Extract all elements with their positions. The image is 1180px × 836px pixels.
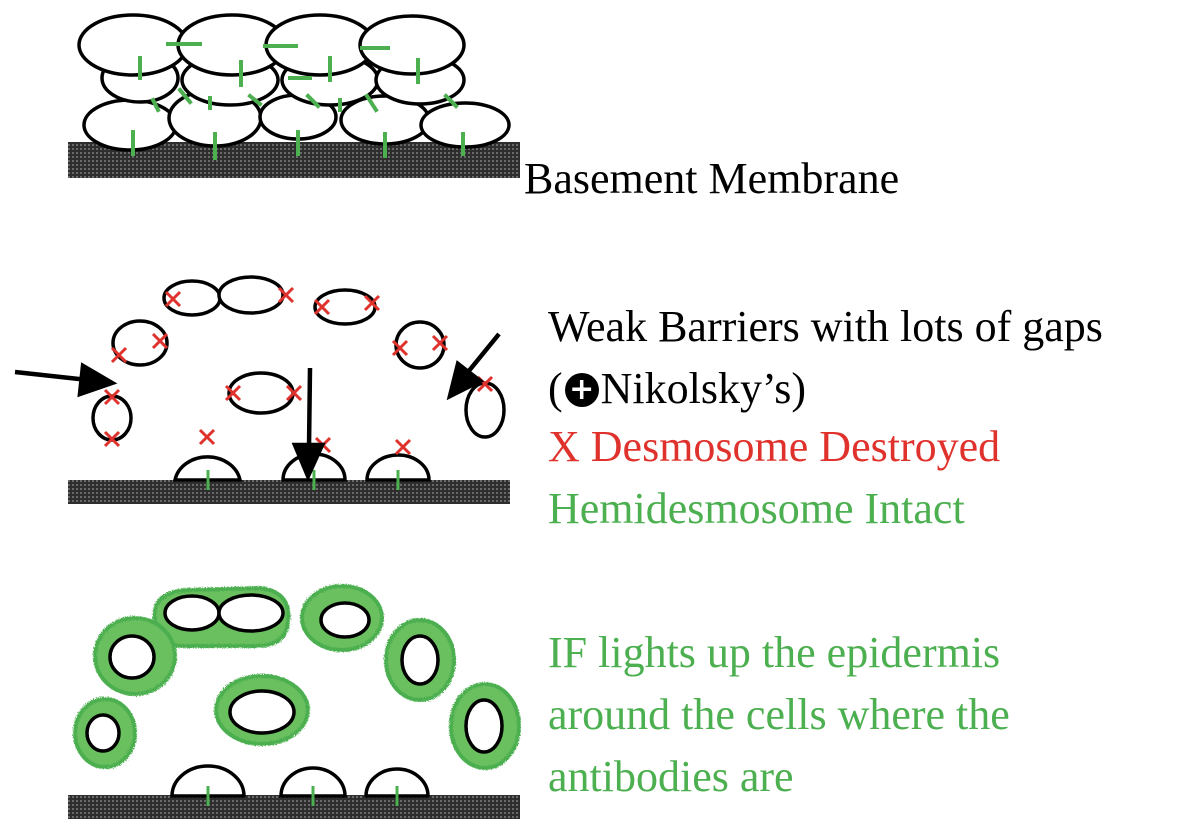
destroyed-desmosomes (103, 286, 494, 456)
if-label-line-1: IF lights up the epidermis (548, 628, 1001, 677)
basement-membrane-3 (68, 795, 520, 819)
if-label-line-3: antibodies are (548, 752, 794, 801)
basement-membrane-label: Basement Membrane (524, 154, 900, 203)
nikolsky-text: Nikolsky’s) (600, 364, 807, 413)
plus-circle-icon: + (564, 373, 599, 407)
immunofluorescence-panel (68, 584, 521, 819)
normal-epidermis-panel (68, 13, 520, 178)
hemidesmosomes-2 (206, 470, 400, 490)
left-arrow (14, 369, 89, 383)
hemidesmosomes-3 (206, 786, 399, 806)
nikolsky-label: (+Nikolsky’s) (548, 358, 806, 420)
acantholysis-panel (14, 275, 510, 504)
center-arrow (306, 367, 313, 449)
nikolsky-open-paren: ( (548, 364, 563, 413)
if-cells (85, 593, 504, 798)
intact-desmosomes (138, 42, 459, 113)
desmosome-destroyed-label: X Desmosome Destroyed (548, 422, 1001, 471)
hemidesmosomes-1 (131, 130, 465, 160)
stratified-cells (77, 13, 511, 152)
if-label-line-2: around the cells where the (548, 690, 1010, 739)
hemidesmosome-intact-label: Hemidesmosome Intact (548, 484, 965, 533)
right-arrow (466, 332, 501, 374)
weak-barriers-label: Weak Barriers with lots of gaps (548, 302, 1103, 351)
basement-membrane-2 (68, 480, 510, 504)
gap-arrows (14, 332, 501, 482)
